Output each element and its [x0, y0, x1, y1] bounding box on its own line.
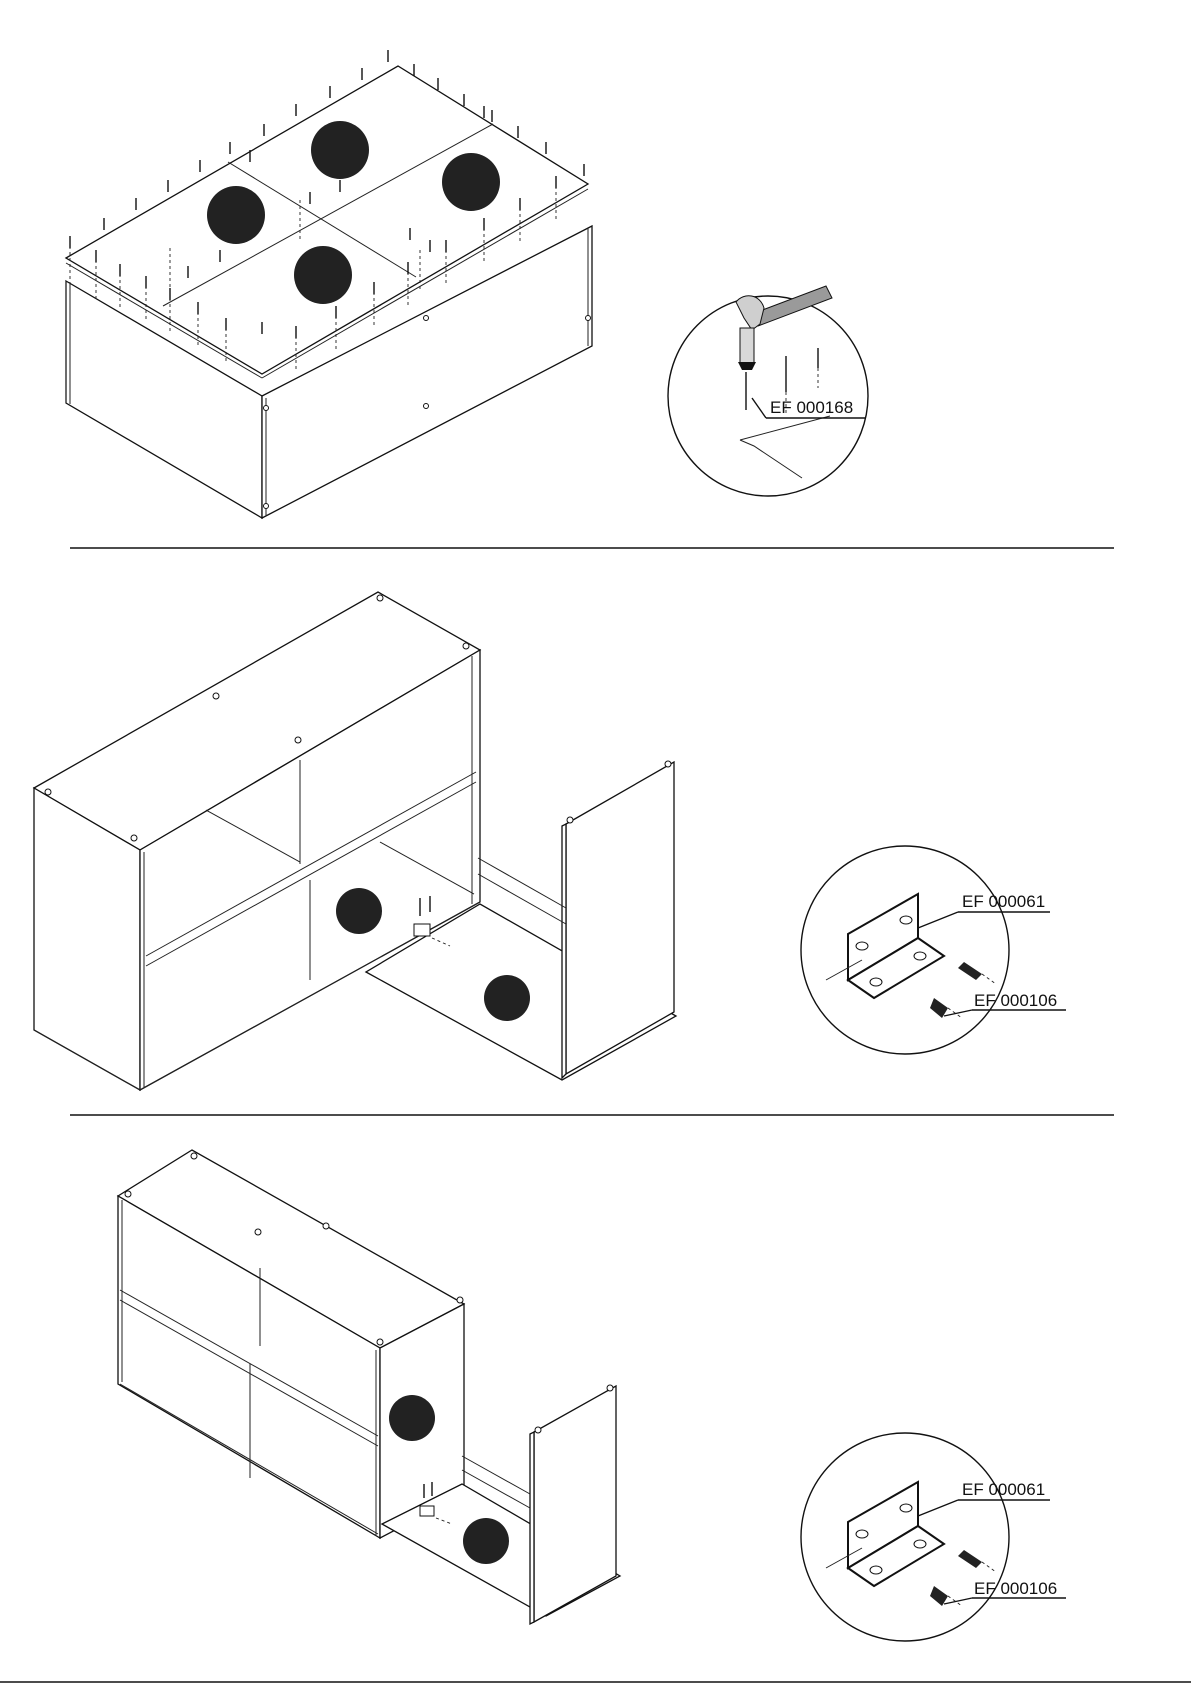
part-marker	[463, 1518, 509, 1564]
screw-part-label: EF 000106	[974, 991, 1057, 1010]
part-marker	[484, 975, 530, 1021]
step3-detail-callout: EF 000061 EF 000106	[801, 1433, 1066, 1641]
part-marker	[311, 121, 369, 179]
step1-section: EF 000168	[66, 50, 868, 518]
part-marker	[336, 888, 382, 934]
bracket-part-label: EF 000061	[962, 892, 1045, 911]
step2-cabinet	[34, 592, 480, 1090]
bracket-part-label: EF 000061	[962, 1480, 1045, 1499]
step3-cabinet	[118, 1150, 464, 1538]
part-marker	[389, 1395, 435, 1441]
nail-part-label: EF 000168	[770, 398, 853, 417]
part-marker	[442, 153, 500, 211]
bracket-icon	[848, 894, 944, 998]
step1-detail-callout: EF 000168	[668, 286, 868, 496]
step2-section: EF 000061 EF 000106	[34, 592, 1066, 1090]
screw-part-label: EF 000106	[974, 1579, 1057, 1598]
step3-section: EF 000061 EF 000106	[118, 1150, 1066, 1641]
bracket-icon	[848, 1482, 944, 1586]
step2-detail-callout: EF 000061 EF 000106	[801, 846, 1066, 1054]
part-marker	[207, 186, 265, 244]
part-marker	[294, 246, 352, 304]
